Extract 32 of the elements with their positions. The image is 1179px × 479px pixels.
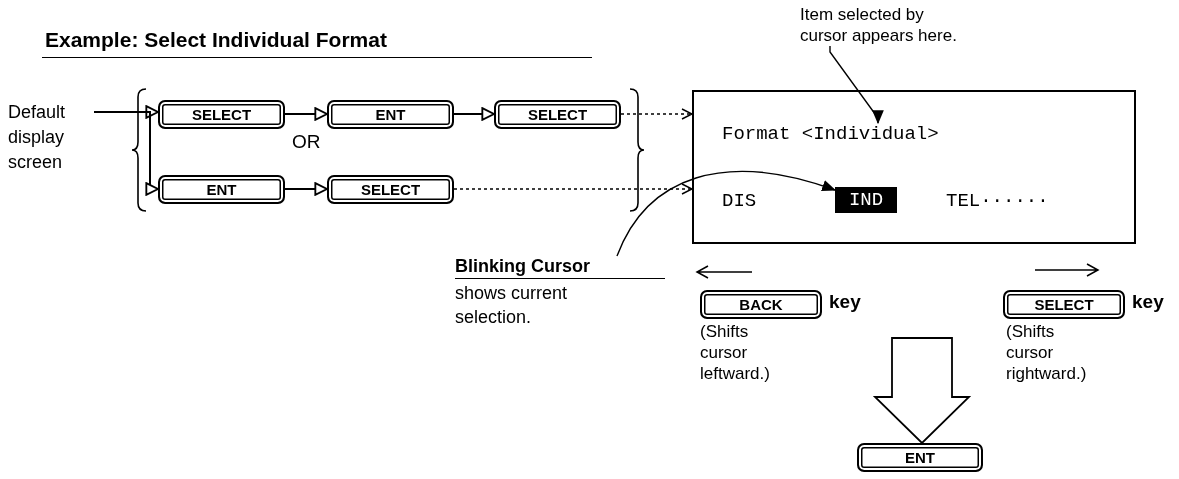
note-text: (Shifts cursor rightward.): [1006, 321, 1088, 384]
key-caption: key: [1132, 291, 1165, 313]
key-button: BACK: [700, 290, 822, 319]
arrow: [453, 107, 495, 121]
block-arrow: [872, 337, 972, 445]
note-text: shows current selection.: [455, 282, 569, 329]
key-caption: key: [829, 291, 862, 313]
note-text: Default display screen: [8, 100, 94, 175]
leader-arrow: [616, 170, 837, 257]
heading-text: Blinking Cursor: [455, 256, 665, 279]
title: Example: Select Individual Format: [42, 28, 592, 58]
key-button: SELECT: [158, 100, 285, 129]
screen-text: TEL······: [946, 190, 1049, 212]
key-button: SELECT: [494, 100, 621, 129]
key-button: SELECT: [327, 175, 454, 204]
key-button: SELECT: [1003, 290, 1125, 319]
label-text: OR: [292, 131, 321, 153]
arrow: [453, 183, 693, 195]
screen-text: DIS: [722, 190, 757, 212]
key-button: ENT: [327, 100, 454, 129]
leader-arrow: [829, 45, 884, 125]
screen-text: Format <Individual>: [722, 123, 954, 145]
key-button: ENT: [158, 175, 285, 204]
key-button: ENT: [857, 443, 983, 472]
display-screen: [692, 90, 1136, 244]
arrow: [284, 182, 328, 196]
arrow: [93, 111, 159, 196]
note-text: (Shifts cursor leftward.): [700, 321, 771, 384]
arrow: [284, 107, 328, 121]
arrow: [620, 108, 693, 120]
note-text: Item selected by cursor appears here.: [800, 4, 970, 46]
cursor-highlight: IND: [835, 187, 897, 213]
